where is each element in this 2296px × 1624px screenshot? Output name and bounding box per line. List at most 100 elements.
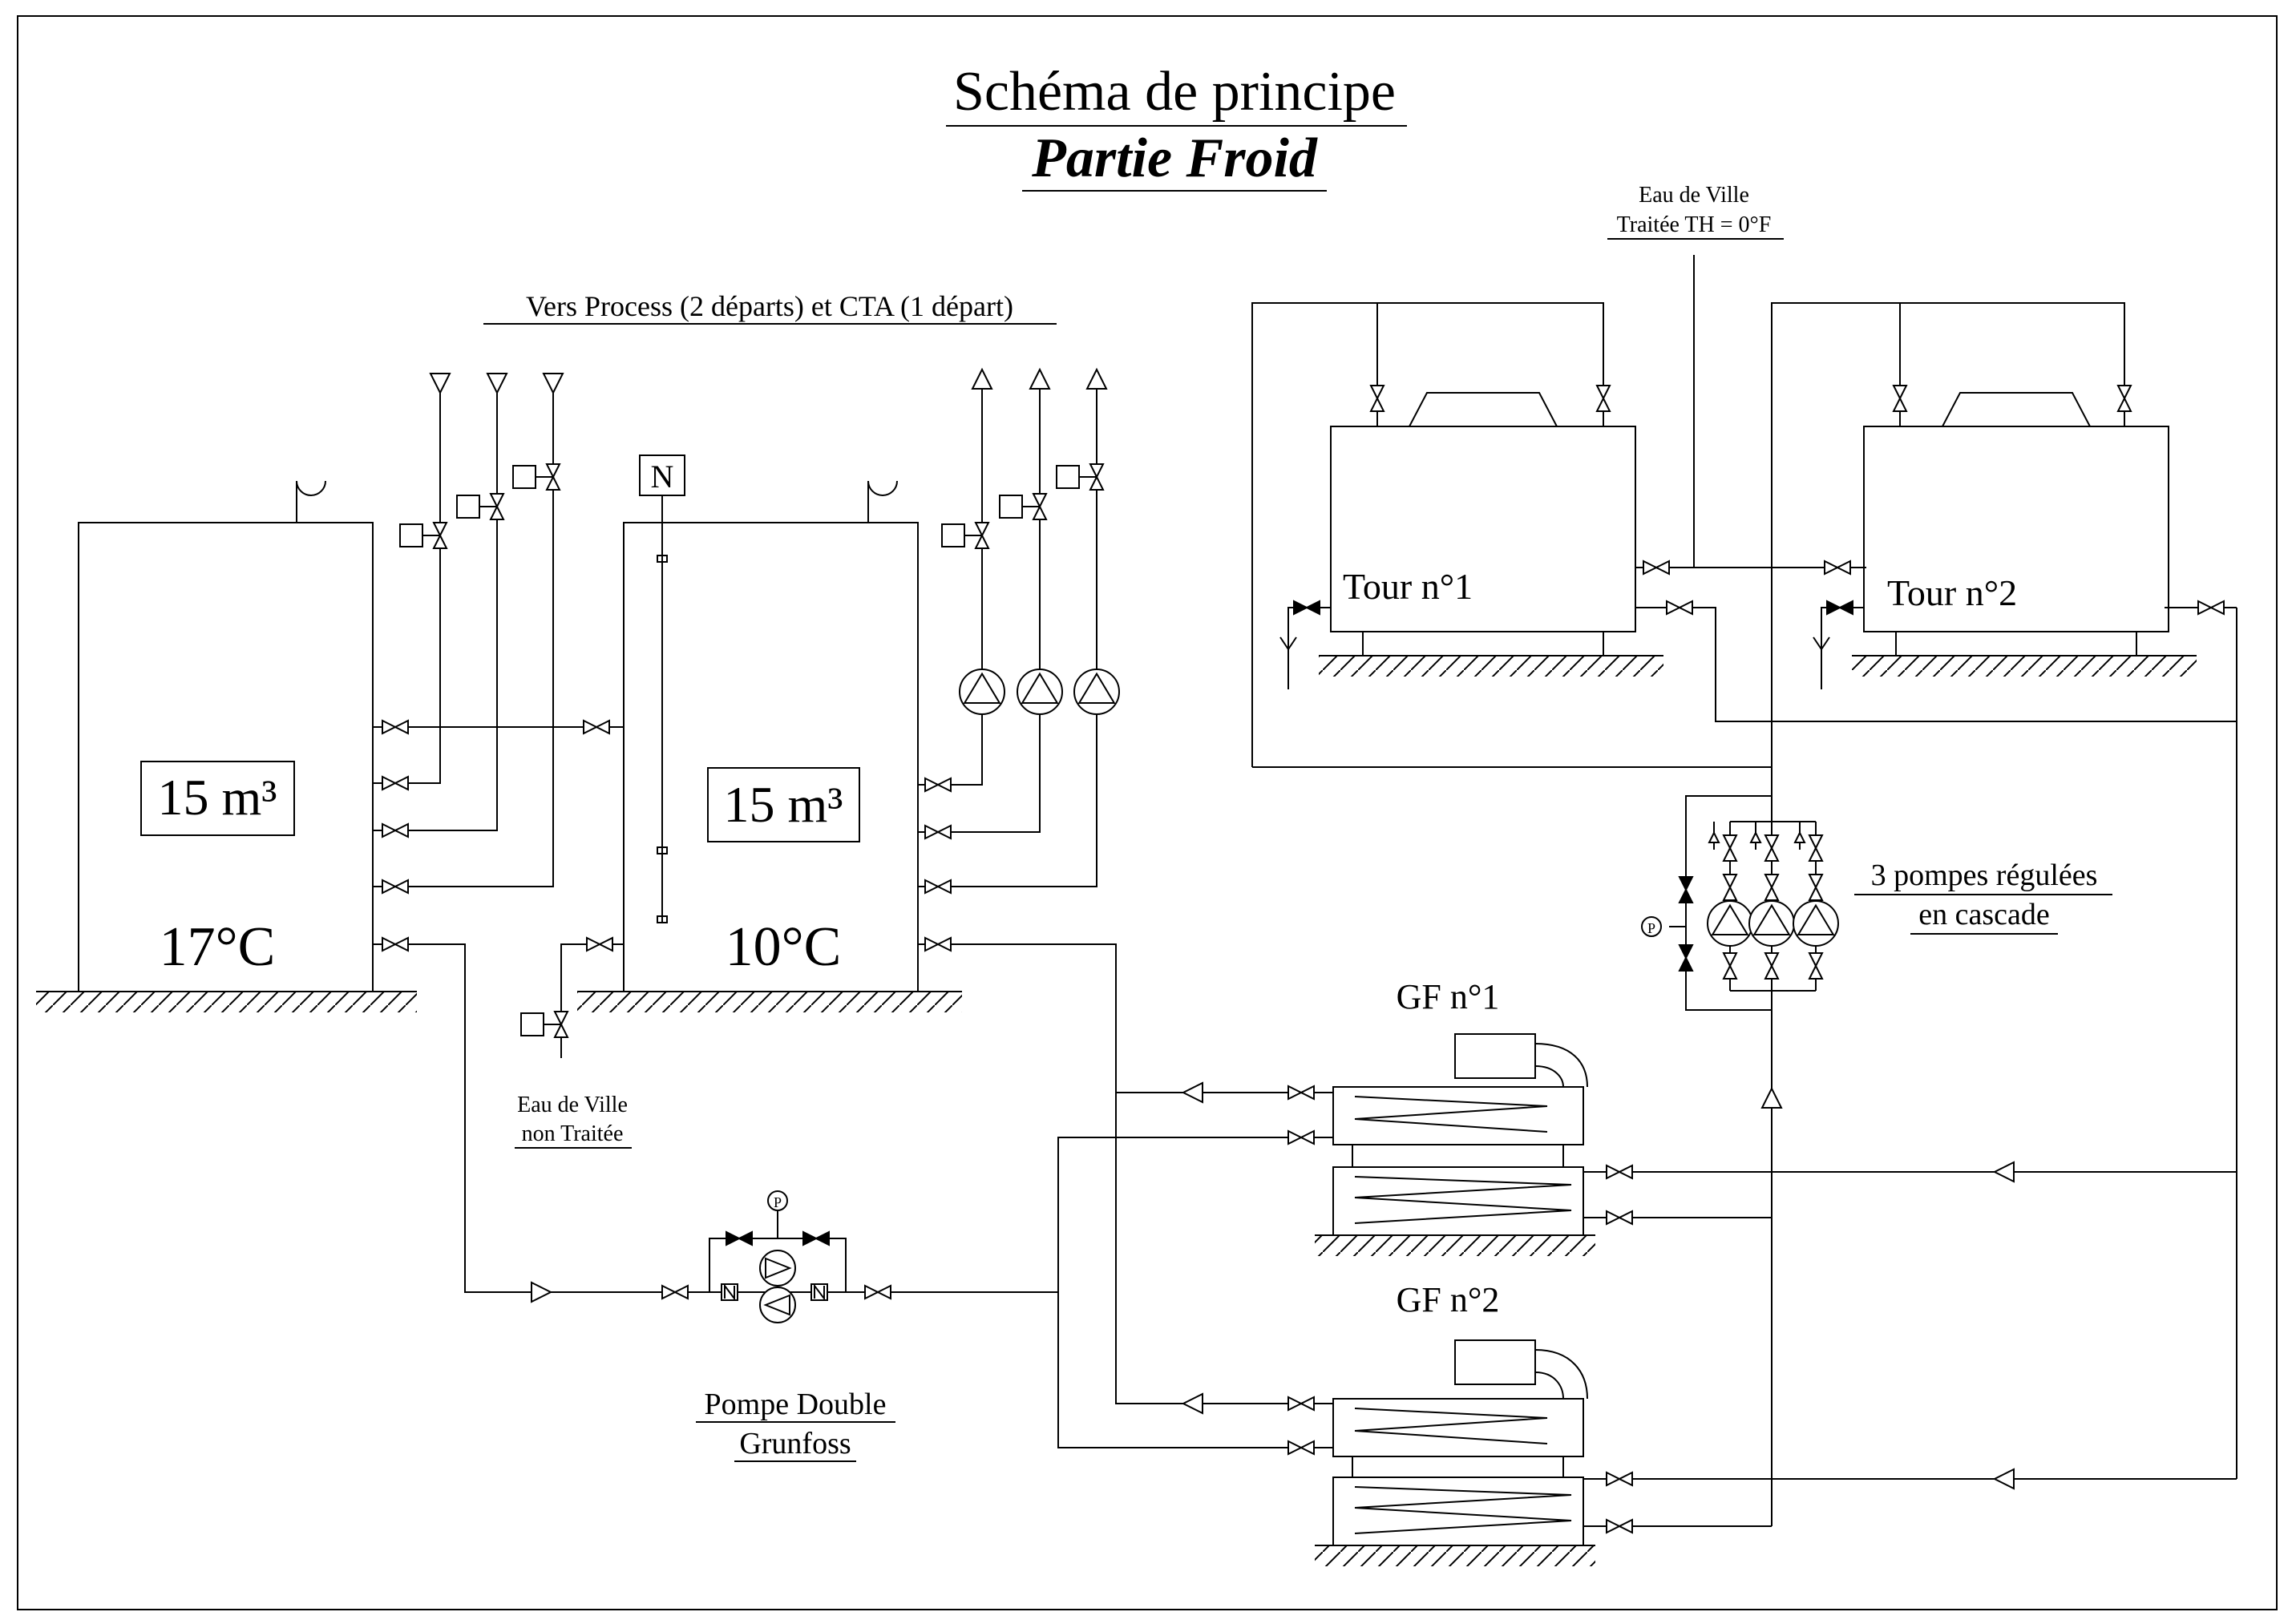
process-label: Vers Process (2 départs) et CTA (1 dépar…: [526, 290, 1013, 322]
valve-icon: [1293, 600, 1309, 616]
valve-icon: [1764, 963, 1780, 980]
valve-icon: [1764, 874, 1780, 890]
valve-icon: [553, 1011, 569, 1027]
valve-icon: [1595, 385, 1611, 401]
valve-icon: [382, 775, 398, 791]
valve-icon: [1892, 385, 1908, 401]
valve-icon: [1299, 1129, 1315, 1145]
valve-icon: [1764, 952, 1780, 968]
valve-icon: [924, 936, 940, 952]
valve-icon: [1764, 885, 1780, 901]
actuator-icon: [999, 495, 1023, 519]
chiller-1-label: GF n°1: [1397, 977, 1500, 1016]
valve-icon: [382, 822, 398, 838]
valve-icon: [661, 1284, 677, 1300]
valve-icon: [974, 522, 990, 538]
valve-icon: [1892, 396, 1908, 412]
flow-arrow-icon: [1760, 1086, 1783, 1109]
valve-icon: [586, 936, 602, 952]
valve-icon: [924, 879, 940, 895]
valve-icon: [936, 777, 952, 793]
valve-icon: [1606, 1210, 1622, 1226]
valve-icon: [1722, 885, 1738, 901]
valve-icon: [726, 1230, 742, 1246]
valve-icon: [1643, 560, 1659, 576]
valve-icon: [936, 824, 952, 840]
valve-icon: [1032, 493, 1048, 509]
flow-arrow-icon: [1029, 367, 1051, 390]
valve-icon: [1032, 504, 1048, 520]
valve-icon: [1089, 475, 1105, 491]
actuator-icon: [399, 523, 423, 547]
valve-icon: [974, 533, 990, 549]
valve-icon: [2197, 600, 2213, 616]
tank-1-temperature: 17°C: [160, 916, 276, 978]
pressure-gauge-1: P: [774, 1194, 782, 1210]
valve-icon: [1617, 1518, 1633, 1534]
flow-arrow-icon: [1992, 1161, 2015, 1183]
valve-icon: [1617, 1164, 1633, 1180]
flow-arrow-icon: [1992, 1468, 2015, 1490]
valve-icon: [1678, 876, 1694, 892]
valve-icon: [924, 777, 940, 793]
valve-icon: [936, 879, 952, 895]
pump-icon: [1707, 900, 1753, 947]
valve-icon: [1837, 600, 1853, 616]
valve-icon: [1606, 1518, 1622, 1534]
valve-icon: [1617, 1471, 1633, 1487]
valve-icon: [1808, 846, 1824, 862]
valve-icon: [1808, 952, 1824, 968]
level-indicator: N: [651, 459, 674, 495]
valve-icon: [393, 936, 409, 952]
valve-icon: [1808, 885, 1824, 901]
valve-icon: [1677, 600, 1693, 616]
valve-icon: [2209, 600, 2225, 616]
valve-icon: [2116, 385, 2132, 401]
valve-icon: [1722, 834, 1738, 850]
flow-arrow-icon: [1181, 1392, 1203, 1415]
valve-icon: [924, 824, 940, 840]
valve-icon: [1287, 1396, 1304, 1412]
flow-arrow-icon: [1181, 1081, 1203, 1104]
actuator-icon: [512, 465, 536, 489]
valve-icon: [1304, 600, 1320, 616]
valve-icon: [1764, 846, 1780, 862]
valve-icon: [393, 719, 409, 735]
valve-icon: [1678, 944, 1694, 960]
valve-icon: [1824, 560, 1840, 576]
eau-ville-non-traitee-label: Eau de Ville: [517, 1093, 628, 1117]
valve-icon: [1835, 560, 1851, 576]
valve-icon: [1764, 834, 1780, 850]
valve-icon: [393, 775, 409, 791]
valve-icon: [864, 1284, 880, 1300]
valve-icon: [1654, 560, 1670, 576]
pump-icon: [1073, 669, 1120, 715]
flow-arrow-icon: [486, 373, 508, 395]
flow-arrow-icon: [1793, 830, 1806, 843]
tower-2-label: Tour n°2: [1887, 572, 2017, 613]
valve-icon: [1299, 1440, 1315, 1456]
valve-icon: [545, 475, 561, 491]
valve-icon: [583, 719, 599, 735]
flow-arrow-icon: [1749, 830, 1762, 843]
valve-icon: [393, 879, 409, 895]
valve-icon: [673, 1284, 689, 1300]
tank-2-volume: 15 m³: [724, 776, 843, 833]
labels: Vers Process (2 départs) et CTA (1 dépar…: [140, 183, 2112, 1462]
valve-icon: [545, 463, 561, 479]
valve-icon: [594, 719, 610, 735]
flow-arrow-icon: [429, 373, 451, 395]
valve-icon: [1826, 600, 1842, 616]
valve-icon: [489, 493, 505, 509]
flow-arrow-icon: [1708, 830, 1720, 843]
actuator-icon: [1056, 465, 1080, 489]
tank-1-volume: 15 m³: [158, 769, 277, 826]
valve-icon: [597, 936, 613, 952]
valve-icon: [1287, 1440, 1304, 1456]
actuator-icon: [456, 495, 480, 519]
drawing-border: [17, 15, 2278, 1610]
valve-icon: [382, 719, 398, 735]
valve-icon: [1808, 874, 1824, 890]
valves-and-pumps: [382, 367, 2225, 1534]
title-block: Schéma de principe Partie Froid: [946, 61, 1407, 192]
